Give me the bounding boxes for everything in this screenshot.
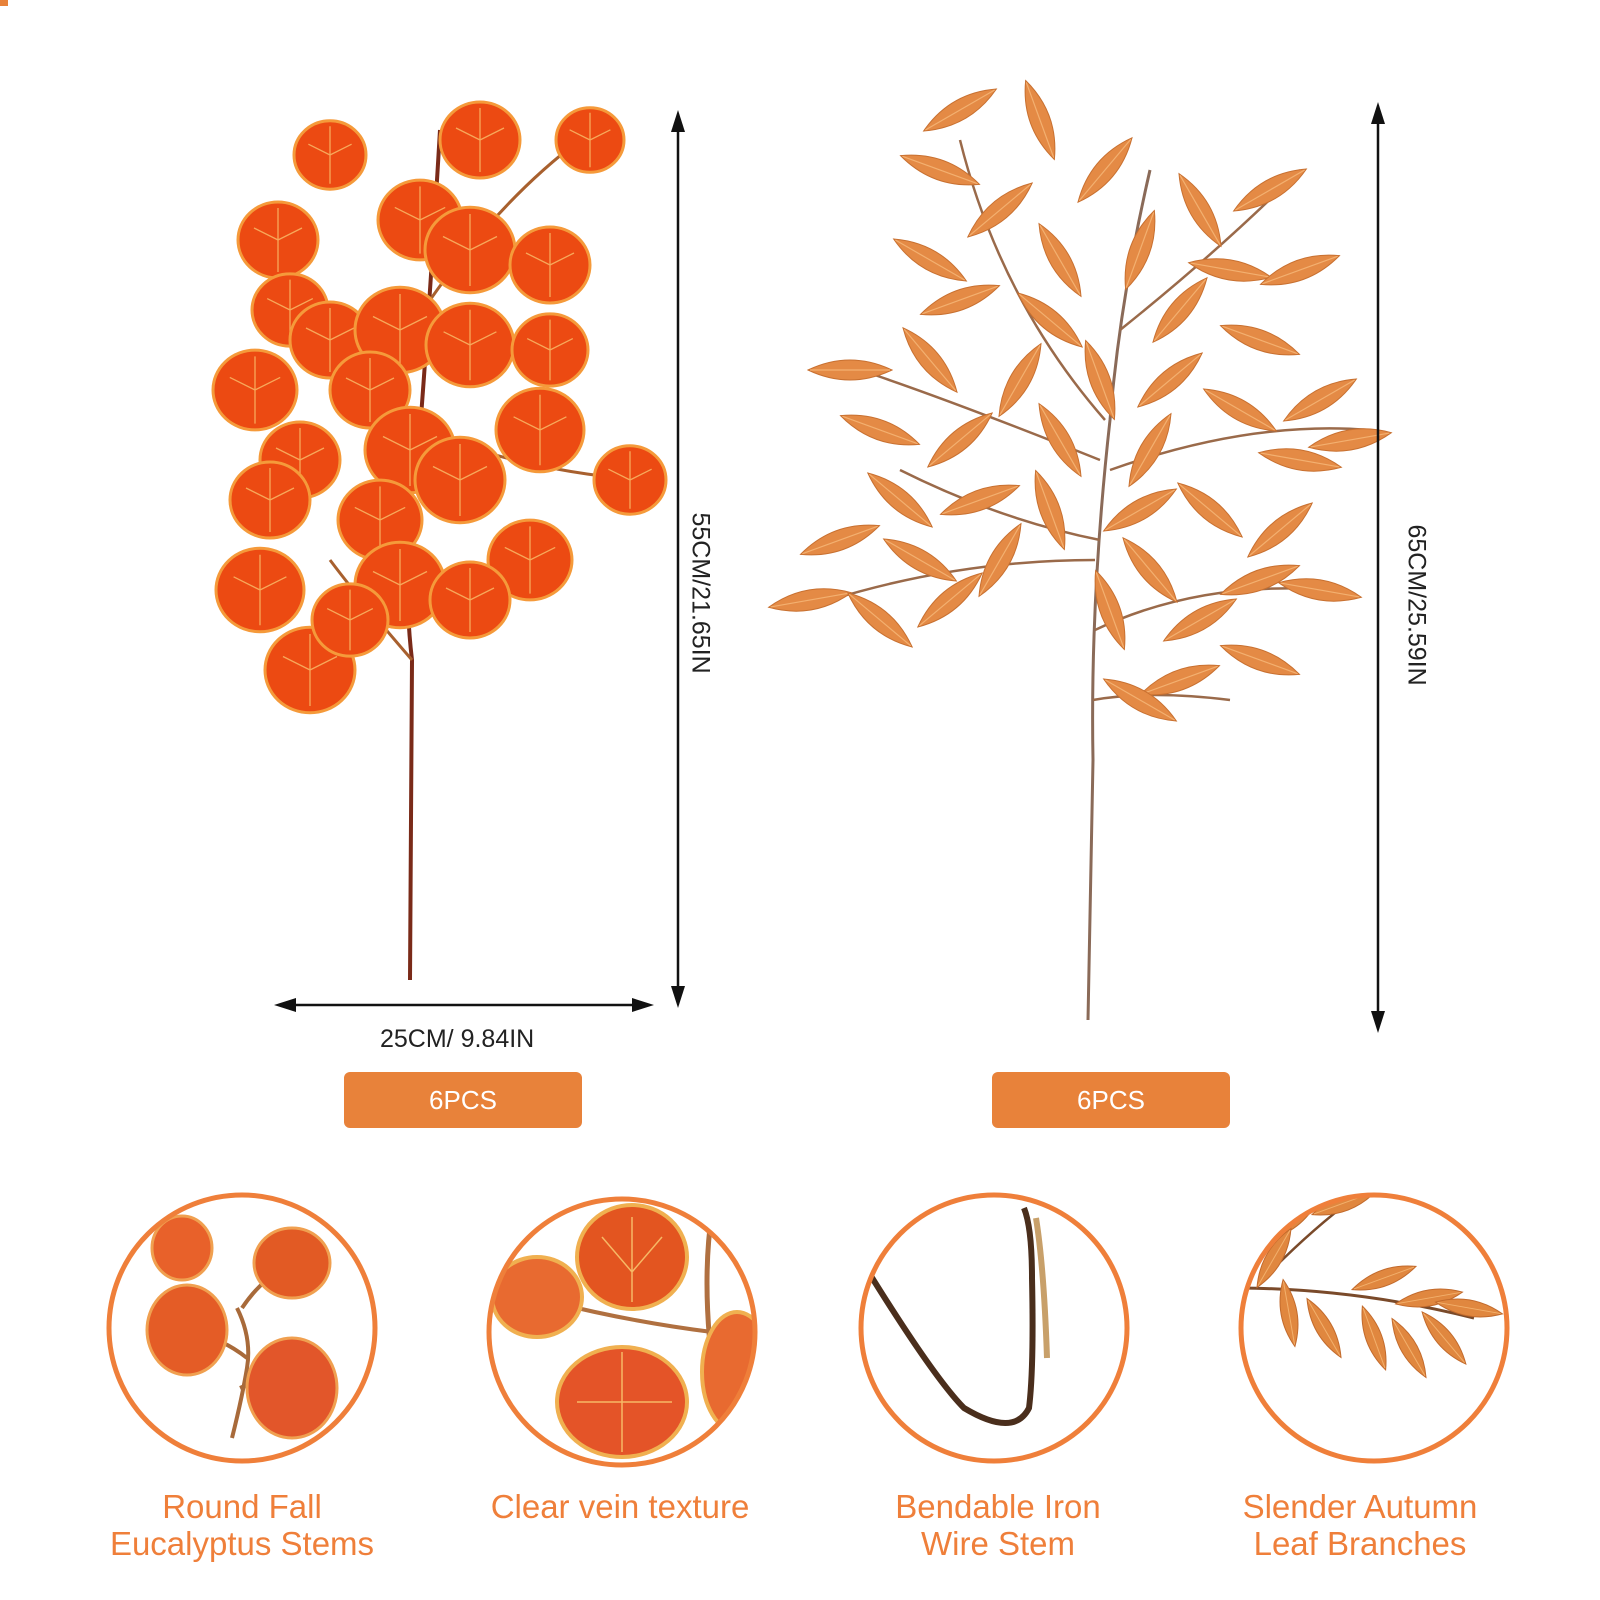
feature-circle-round-leaf — [106, 1192, 378, 1464]
height-label-2: 65CM/25.59IN — [1402, 524, 1431, 686]
wire-stem-icon — [863, 1206, 1050, 1426]
vein-texture-icon — [490, 1203, 755, 1459]
feature-label-slender-leaf: Slender Autumn Leaf Branches — [1242, 1488, 1478, 1562]
feature-circle-slender-leaf — [1238, 1192, 1510, 1464]
corner-accent — [0, 0, 8, 6]
width-label-1: 25CM/ 9.84IN — [380, 1025, 535, 1053]
quantity-badge-1: 6PCS — [344, 1072, 582, 1128]
slender-leaf-icon — [1241, 1195, 1504, 1379]
feature-circle-wire-stem — [858, 1192, 1130, 1464]
feature-label-round-leaf: Round Fall Eucalyptus Stems — [109, 1488, 375, 1562]
feature-label-vein-texture: Clear vein texture — [490, 1488, 750, 1525]
feature-label-wire-stem: Bendable Iron Wire Stem — [895, 1488, 1101, 1562]
feature-circle-vein-texture — [486, 1196, 758, 1468]
quantity-badge-2: 6PCS — [992, 1072, 1230, 1128]
round-leaf-icon — [145, 1214, 339, 1440]
